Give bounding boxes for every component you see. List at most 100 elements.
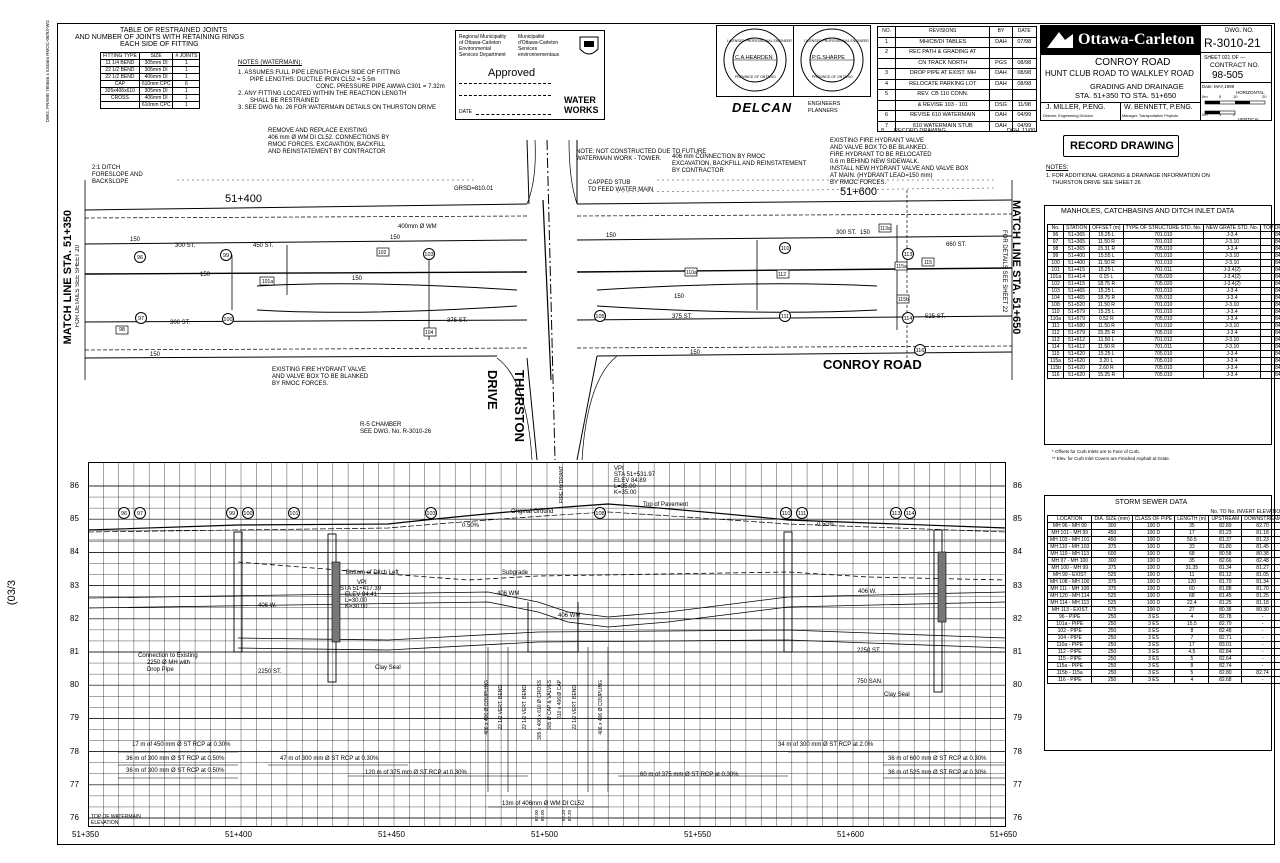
mh-cell: 102 <box>1046 280 1065 288</box>
mh-cell: 51+520 <box>1063 301 1091 309</box>
sheet-number: SHEET 021 OF --- <box>1204 55 1246 61</box>
mh-cell: 84.46 <box>1260 287 1280 295</box>
storm-cell: 96 - PIPE <box>1046 613 1093 621</box>
pipe-length-label: 120 m of 375 mm Ø ST RCP at 0.30% <box>365 770 467 776</box>
mh-cell: 84.57 <box>1260 238 1280 246</box>
mh-cell: 103 <box>1046 287 1065 295</box>
elevation-label: 81 <box>70 647 79 656</box>
restrained-cell <box>100 101 140 109</box>
mh-cell: 3.20 L <box>1089 357 1124 365</box>
horizontal-label: HORIZONTAL <box>1236 90 1265 95</box>
storm-cell: 3 ES <box>1131 641 1176 649</box>
mh-cell: 705.010 <box>1122 364 1205 372</box>
vpi-2: VPI <box>357 580 367 586</box>
revision-cell: PGS <box>989 57 1013 69</box>
drawing-frame <box>57 23 1275 845</box>
mh-cell: 51+620 <box>1063 357 1091 365</box>
restrained-cell: 1 <box>172 94 201 102</box>
revision-cell: 5 <box>876 89 897 101</box>
mh-cell: 84.55 <box>1260 357 1280 365</box>
revision-cell: 2 <box>876 47 897 59</box>
storm-cell: 11 <box>1174 571 1210 579</box>
mh-cell: 84.55 <box>1260 364 1280 372</box>
mh-cell: 84.59 <box>1260 329 1280 337</box>
storm-cell: - <box>1241 627 1280 635</box>
mh-header: TOP OF GRATE <box>1260 224 1280 232</box>
mh-cell: 84.78 <box>1260 301 1280 309</box>
profile-manhole-marker: 113 <box>890 507 902 519</box>
watermain-line-lower <box>88 601 1006 628</box>
vpi-1-elev: ELEV 84.89 <box>614 478 647 484</box>
plan-view <box>84 140 1013 460</box>
storm-cell: 100 D <box>1131 592 1176 600</box>
storm-cell: 250 <box>1091 669 1133 677</box>
delcan-sub-1: ENGINEERS <box>808 101 841 107</box>
restrained-cell: 305mm DI <box>138 87 174 95</box>
storm-cell: 81.25 <box>1208 599 1243 607</box>
storm-cell: 82.84 <box>1208 648 1243 656</box>
elevation-label: 78 <box>70 746 79 756</box>
storm-cell: 82.78 <box>1208 613 1243 621</box>
water-works-2: WORKS <box>564 105 599 115</box>
wm-label: 150 <box>352 276 363 282</box>
mh-cell: 15.25 L <box>1089 350 1124 358</box>
storm-cell: 100 D <box>1131 585 1176 593</box>
pipe-length-label: 36 m of 525 mm Ø ST RCP at 0.30% <box>888 770 987 776</box>
elevation-label: 76 <box>70 813 79 822</box>
san750-label: 750 SAN. <box>857 679 883 685</box>
remove-note-4: AND REINSTATEMENT BY CONTRACTOR <box>268 149 386 155</box>
storm-cell: MH 119 - MH 113 <box>1046 550 1093 558</box>
revision-cell: DAH <box>989 78 1013 90</box>
profile-manhole-marker: 110 <box>780 507 792 519</box>
revision-cell: 08/98 <box>1011 57 1038 69</box>
cb-label: 110a <box>686 270 697 276</box>
cb-label: 115b <box>898 297 909 303</box>
approval-stamp: Regional Municipality of Ottawa-Carleton… <box>455 30 605 120</box>
storm-cell: 3 ES <box>1131 620 1176 628</box>
storm-cell: 82.74 <box>1208 662 1243 670</box>
storm-cell: 104 - PIPE <box>1046 634 1093 642</box>
storm-cell: 60 <box>1174 585 1210 593</box>
mh-cell: 15.25 L <box>1089 266 1124 274</box>
manhole-marker: 97 <box>135 312 147 324</box>
hydrant-right-4: 0.6 m BEHIND NEW SIDEWALK. <box>830 159 920 165</box>
storm-cell: 5 <box>1174 669 1210 677</box>
revision-cell <box>1011 89 1038 101</box>
storm-cell: 22.4 <box>1174 599 1210 607</box>
storm-cell: 80.58 <box>1208 550 1243 558</box>
scale-v-0: 0m <box>1202 112 1208 117</box>
restrained-cell: 406mm DI <box>138 73 174 81</box>
margin-handwritten-text: (03/3 <box>6 580 18 606</box>
mh-cell: 701.010 <box>1122 231 1205 239</box>
mh-cell: 96 <box>1046 231 1065 239</box>
sewer-crown-line <box>237 629 1006 641</box>
hydrant-right-6: AT MAIN. (HYDRANT LEAD=150 mm) <box>830 173 933 179</box>
seal-province-right: PROVINCE OF ONTARIO <box>812 75 853 79</box>
mh-cell: 18.75 R <box>1089 280 1124 288</box>
storm-cell: 3 ES <box>1131 676 1176 684</box>
fitting-label: 22 1/2 VERT. BEND <box>498 685 504 730</box>
station-label: 51+600 <box>837 830 864 839</box>
mh-cell: J-3.10 <box>1203 238 1261 246</box>
wm-label: 150 <box>860 230 871 236</box>
mh-cell: 701.010 <box>1122 259 1205 267</box>
storm-cell: 81.37 <box>1208 536 1243 544</box>
mh-cell: 51+620 <box>1063 371 1091 379</box>
mh-cell: 705.010 <box>1122 350 1205 358</box>
approval-en-2: of Ottawa-Carleton <box>459 40 501 46</box>
ditch-bottom-label: Bottom of Ditch Left <box>346 570 399 576</box>
storm-cell: 100 D <box>1131 536 1176 544</box>
